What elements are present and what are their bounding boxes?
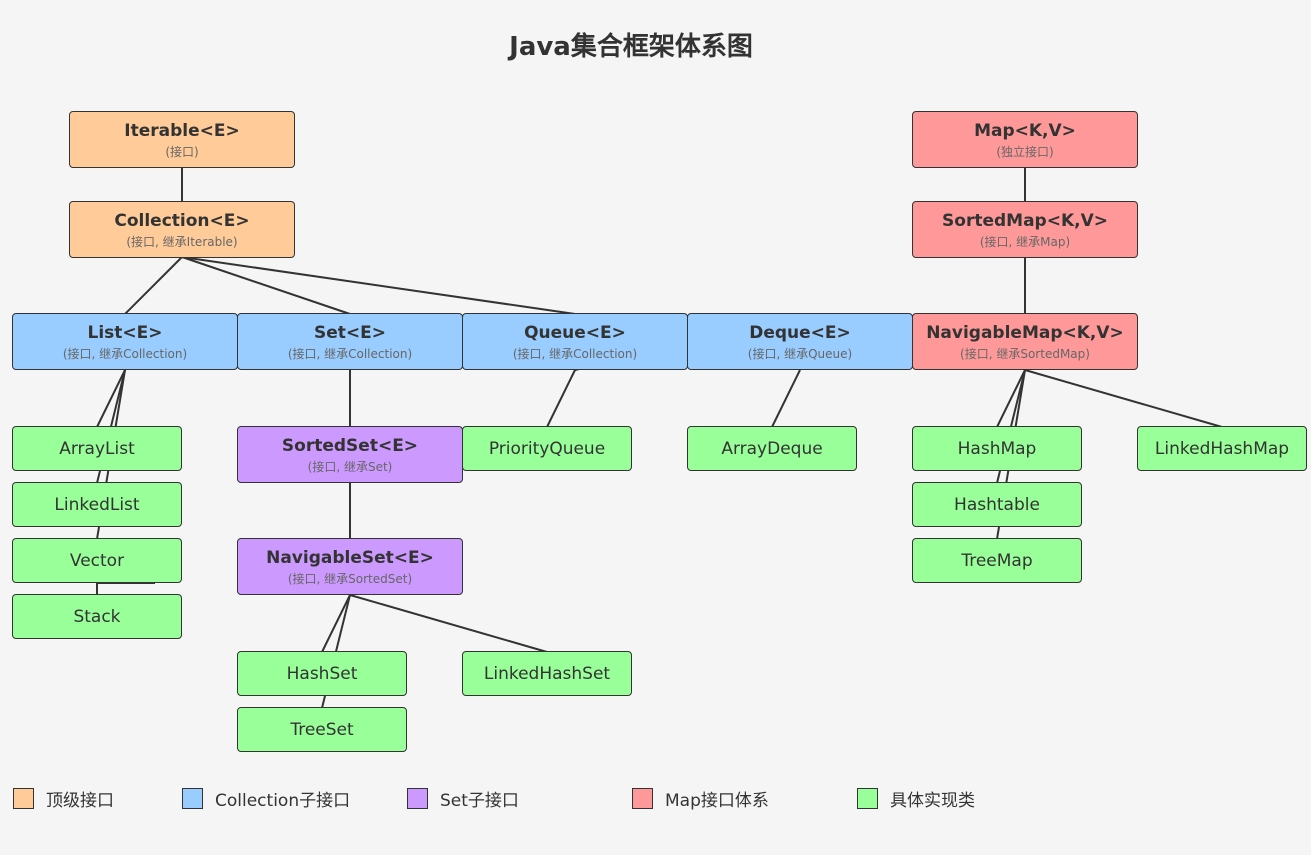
- node-iterable: Iterable<E> (接口): [69, 111, 295, 168]
- legend-swatch: [632, 788, 653, 809]
- legend-swatch: [857, 788, 878, 809]
- node-list: List<E> (接口, 继承Collection): [12, 313, 238, 370]
- node-collection: Collection<E> (接口, 继承Iterable): [69, 201, 295, 258]
- legend-label: Collection子接口: [215, 791, 351, 811]
- node-name: Collection<E>: [114, 210, 250, 231]
- edge-deque-arraydeque: [771, 369, 801, 428]
- legend-label: Set子接口: [440, 791, 519, 811]
- node-linkedhashset: LinkedHashSet: [462, 651, 632, 696]
- node-name: NavigableMap<K,V>: [926, 322, 1124, 343]
- node-name: HashMap: [957, 438, 1037, 459]
- node-name: Queue<E>: [524, 322, 626, 343]
- edge-navigablemap-linkedhashmap: [1024, 369, 1223, 428]
- node-queue: Queue<E> (接口, 继承Collection): [462, 313, 688, 370]
- legend-item-map: Map接口体系: [632, 786, 769, 811]
- node-arraylist: ArrayList: [12, 426, 182, 471]
- node-navigablemap: NavigableMap<K,V> (接口, 继承SortedMap): [912, 313, 1138, 370]
- node-name: NavigableSet<E>: [266, 547, 434, 568]
- node-name: PriorityQueue: [488, 438, 606, 459]
- node-name: Vector: [69, 550, 125, 571]
- legend-item-impl: 具体实现类: [857, 786, 975, 811]
- node-name: Iterable<E>: [124, 120, 240, 141]
- legend-item-top-interface: 顶级接口: [13, 786, 114, 811]
- node-name: TreeSet: [290, 719, 354, 740]
- node-name: Set<E>: [313, 322, 386, 343]
- node-name: Deque<E>: [749, 322, 851, 343]
- node-name: LinkedHashMap: [1154, 438, 1290, 459]
- node-hashmap: HashMap: [912, 426, 1082, 471]
- node-note: (接口, 继承Set): [307, 459, 393, 474]
- node-hashset: HashSet: [237, 651, 407, 696]
- node-note: (接口, 继承Collection): [512, 346, 638, 361]
- node-map: Map<K,V> (独立接口): [912, 111, 1138, 168]
- legend-swatch: [407, 788, 428, 809]
- edge-collection-set: [181, 256, 351, 315]
- node-stack: Stack: [12, 594, 182, 639]
- diagram-title: Java集合框架体系图: [509, 32, 753, 62]
- node-name: ArrayList: [59, 438, 135, 459]
- node-note: (接口, 继承Map): [979, 234, 1071, 249]
- node-name: SortedSet<E>: [281, 435, 419, 456]
- edge-navigableset-hashset: [321, 594, 351, 653]
- node-note: (接口, 继承Collection): [287, 346, 413, 361]
- node-name: Stack: [73, 606, 121, 627]
- edge-collection-queue: [181, 256, 576, 315]
- edge-navigableset-linkedhashset: [349, 594, 548, 653]
- legend-swatch: [13, 788, 34, 809]
- node-note: (独立接口): [996, 144, 1054, 159]
- edge-list-arraylist: [96, 369, 126, 428]
- node-name: SortedMap<K,V>: [942, 210, 1108, 231]
- node-navigableset: NavigableSet<E> (接口, 继承SortedSet): [237, 538, 463, 595]
- node-name: LinkedHashSet: [483, 663, 611, 684]
- node-note: (接口): [165, 144, 199, 159]
- legend-swatch: [182, 788, 203, 809]
- node-set: Set<E> (接口, 继承Collection): [237, 313, 463, 370]
- node-note: (接口, 继承SortedMap): [960, 346, 1090, 361]
- edge-navigablemap-hashmap: [996, 369, 1026, 428]
- node-name: LinkedList: [54, 494, 140, 515]
- node-arraydeque: ArrayDeque: [687, 426, 857, 471]
- node-note: (接口, 继承Iterable): [126, 234, 238, 249]
- node-linkedlist: LinkedList: [12, 482, 182, 527]
- node-deque: Deque<E> (接口, 继承Queue): [687, 313, 913, 370]
- node-note: (接口, 继承SortedSet): [287, 571, 413, 586]
- node-note: (接口, 继承Collection): [62, 346, 188, 361]
- node-note: (接口, 继承Queue): [747, 346, 853, 361]
- node-sortedset: SortedSet<E> (接口, 继承Set): [237, 426, 463, 483]
- legend-item-set-sub: Set子接口: [407, 786, 519, 811]
- legend-label: 具体实现类: [890, 791, 975, 811]
- node-treeset: TreeSet: [237, 707, 407, 752]
- legend-label: Map接口体系: [665, 791, 769, 811]
- node-name: TreeMap: [961, 550, 1033, 571]
- node-name: Map<K,V>: [974, 120, 1076, 141]
- node-name: ArrayDeque: [721, 438, 823, 459]
- node-name: List<E>: [87, 322, 163, 343]
- node-name: Hashtable: [954, 494, 1040, 515]
- edge-queue-priorityqueue: [546, 369, 576, 428]
- node-linkedhashmap: LinkedHashMap: [1137, 426, 1307, 471]
- edge-collection-list: [124, 256, 183, 315]
- node-vector: Vector: [12, 538, 182, 583]
- node-sortedmap: SortedMap<K,V> (接口, 继承Map): [912, 201, 1138, 258]
- node-priorityqueue: PriorityQueue: [462, 426, 632, 471]
- legend-label: 顶级接口: [46, 791, 114, 811]
- legend-item-collection-sub: Collection子接口: [182, 786, 350, 811]
- node-treemap: TreeMap: [912, 538, 1082, 583]
- node-name: HashSet: [286, 663, 358, 684]
- node-hashtable: Hashtable: [912, 482, 1082, 527]
